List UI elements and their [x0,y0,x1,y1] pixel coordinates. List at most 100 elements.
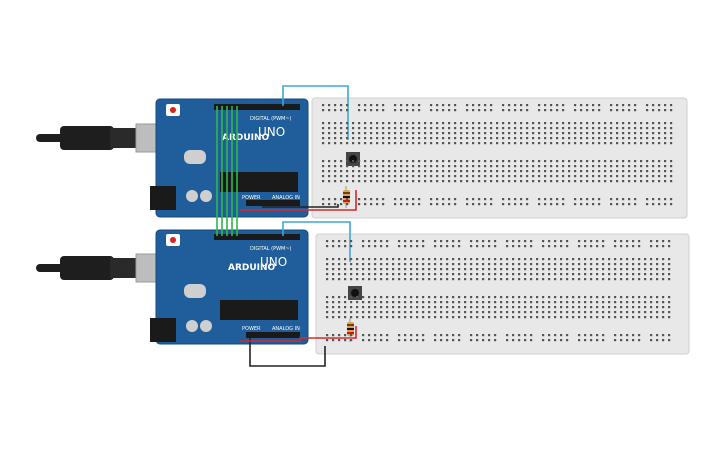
breadboard-hole[interactable] [374,311,377,314]
breadboard-hole[interactable] [484,127,487,130]
breadboard-hole[interactable] [448,132,451,135]
breadboard-hole[interactable] [598,180,601,183]
breadboard-hole[interactable] [430,142,433,145]
breadboard-hole[interactable] [542,245,545,248]
breadboard-hole[interactable] [358,137,361,140]
breadboard-hole[interactable] [410,263,413,266]
breadboard-hole[interactable] [382,104,385,107]
breadboard-hole[interactable] [374,240,377,243]
breadboard-hole[interactable] [514,180,517,183]
breadboard-hole[interactable] [424,132,427,135]
breadboard-hole[interactable] [622,180,625,183]
breadboard-hole[interactable] [448,142,451,145]
breadboard-hole[interactable] [344,278,347,281]
breadboard-hole[interactable] [590,240,593,243]
breadboard-hole[interactable] [416,301,419,304]
breadboard-hole[interactable] [406,170,409,173]
breadboard-hole[interactable] [368,306,371,309]
breadboard-hole[interactable] [544,104,547,107]
breadboard-hole[interactable] [412,137,415,140]
breadboard-hole[interactable] [658,170,661,173]
breadboard-hole[interactable] [328,132,331,135]
breadboard-hole[interactable] [416,268,419,271]
breadboard-hole[interactable] [382,180,385,183]
breadboard-hole[interactable] [350,268,353,271]
breadboard-hole[interactable] [442,180,445,183]
breadboard-hole[interactable] [494,273,497,276]
breadboard-hole[interactable] [404,296,407,299]
breadboard-hole[interactable] [554,311,557,314]
breadboard-hole[interactable] [518,301,521,304]
breadboard-hole[interactable] [508,137,511,140]
breadboard-hole[interactable] [334,132,337,135]
breadboard-hole[interactable] [470,316,473,319]
breadboard-hole[interactable] [626,334,629,337]
breadboard-hole[interactable] [374,245,377,248]
breadboard-hole[interactable] [340,198,343,201]
breadboard-hole[interactable] [406,180,409,183]
breadboard-hole[interactable] [514,137,517,140]
breadboard-hole[interactable] [560,240,563,243]
breadboard-hole[interactable] [508,122,511,125]
breadboard-hole[interactable] [628,160,631,163]
breadboard-hole[interactable] [446,263,449,266]
breadboard-hole[interactable] [328,170,331,173]
breadboard-hole[interactable] [670,122,673,125]
breadboard-hole[interactable] [350,240,353,243]
breadboard-hole[interactable] [434,311,437,314]
breadboard-hole[interactable] [506,339,509,342]
breadboard-hole[interactable] [550,109,553,112]
breadboard-hole[interactable] [428,301,431,304]
breadboard-hole[interactable] [350,273,353,276]
breadboard-hole[interactable] [338,240,341,243]
breadboard-hole[interactable] [596,301,599,304]
breadboard-hole[interactable] [484,132,487,135]
breadboard-hole[interactable] [658,203,661,206]
breadboard-hole[interactable] [628,165,631,168]
breadboard-hole[interactable] [482,273,485,276]
breadboard-hole[interactable] [482,258,485,261]
breadboard-hole[interactable] [350,316,353,319]
breadboard-hole[interactable] [662,316,665,319]
breadboard-hole[interactable] [332,334,335,337]
breadboard-hole[interactable] [542,258,545,261]
breadboard-hole[interactable] [460,165,463,168]
breadboard-hole[interactable] [470,258,473,261]
breadboard-hole[interactable] [406,127,409,130]
breadboard-hole[interactable] [590,273,593,276]
breadboard-hole[interactable] [632,245,635,248]
breadboard-hole[interactable] [554,268,557,271]
breadboard-hole[interactable] [550,170,553,173]
breadboard-hole[interactable] [464,301,467,304]
breadboard-hole[interactable] [368,245,371,248]
breadboard-hole[interactable] [328,175,331,178]
breadboard-hole[interactable] [410,306,413,309]
breadboard-hole[interactable] [418,142,421,145]
breadboard-hole[interactable] [518,311,521,314]
breadboard-hole[interactable] [560,311,563,314]
breadboard-hole[interactable] [670,132,673,135]
breadboard-hole[interactable] [322,165,325,168]
breadboard-hole[interactable] [658,180,661,183]
breadboard-hole[interactable] [430,137,433,140]
breadboard-hole[interactable] [422,268,425,271]
breadboard-hole[interactable] [554,339,557,342]
breadboard-hole[interactable] [376,203,379,206]
breadboard-hole[interactable] [350,301,353,304]
breadboard-hole[interactable] [448,175,451,178]
breadboard-hole[interactable] [326,334,329,337]
breadboard-hole[interactable] [370,109,373,112]
breadboard-hole[interactable] [664,160,667,163]
breadboard-hole[interactable] [520,165,523,168]
breadboard-hole[interactable] [646,132,649,135]
breadboard-hole[interactable] [512,339,515,342]
breadboard-hole[interactable] [500,278,503,281]
breadboard-hole[interactable] [404,258,407,261]
breadboard-hole[interactable] [428,263,431,266]
breadboard-hole[interactable] [380,316,383,319]
breadboard-hole[interactable] [322,142,325,145]
breadboard-hole[interactable] [626,316,629,319]
breadboard-hole[interactable] [368,339,371,342]
breadboard-hole[interactable] [656,306,659,309]
breadboard-hole[interactable] [404,240,407,243]
